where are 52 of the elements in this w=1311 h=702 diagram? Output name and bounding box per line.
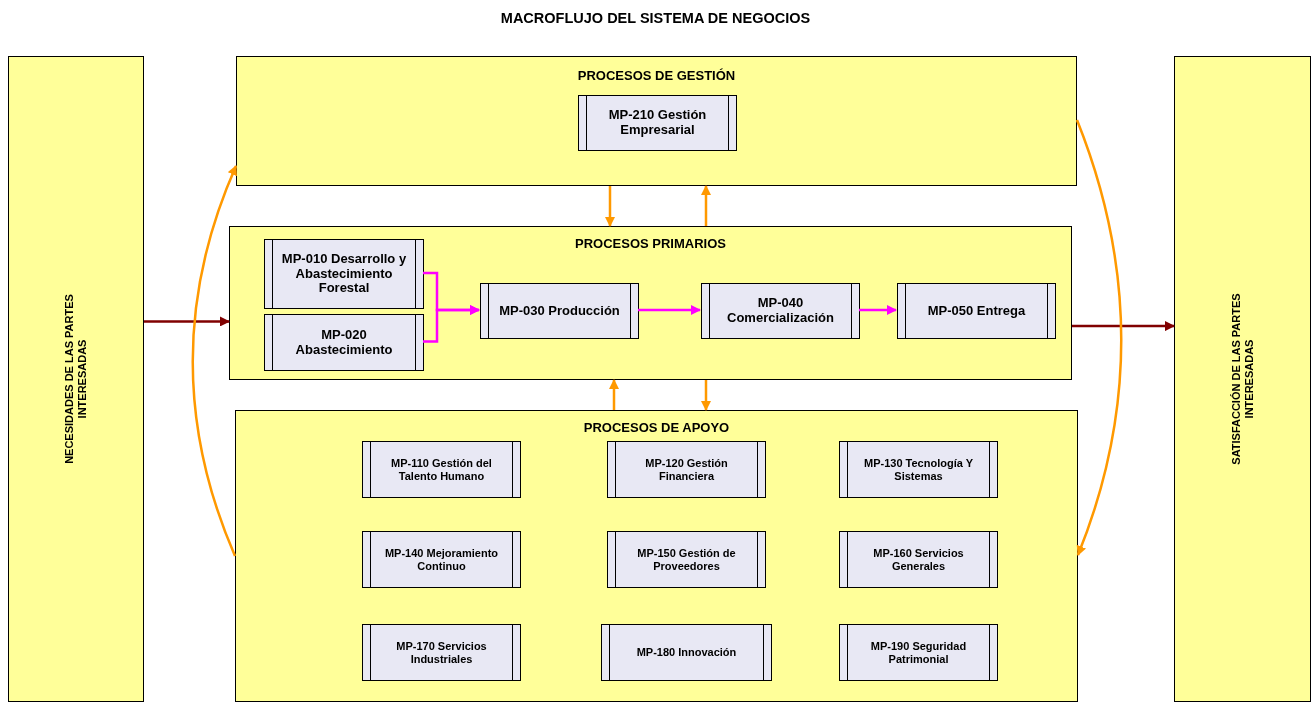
arrow	[144, 316, 230, 327]
process-box	[897, 283, 1056, 339]
process-label: MP-190 Seguridad Patrimonial	[869, 639, 968, 666]
process-box	[839, 531, 998, 588]
process-label: MP-160 Servicios Generales	[872, 546, 965, 573]
process-label: MP-140 Mejoramiento Continuo	[383, 546, 500, 573]
process-box	[701, 283, 860, 339]
panel-heading: PROCESOS DE APOYO	[582, 420, 731, 435]
arrow	[191, 165, 238, 557]
process-box	[578, 95, 737, 151]
process-box	[264, 314, 424, 371]
arrow	[605, 186, 615, 227]
stakeholder-band	[8, 56, 144, 702]
diagram-title: MACROFLUJO DEL SISTEMA DE NEGOCIOS	[499, 10, 812, 26]
process-box	[839, 441, 998, 498]
stakeholder-band	[1174, 56, 1311, 702]
process-group-panel	[236, 56, 1077, 186]
process-box	[601, 624, 772, 681]
process-box	[480, 283, 639, 339]
process-box	[264, 239, 424, 309]
panel-heading: PROCESOS PRIMARIOS	[574, 236, 727, 251]
process-box	[362, 531, 521, 588]
arrow	[859, 305, 897, 315]
process-label: MP-150 Gestión de Proveedores	[636, 546, 737, 573]
process-label: MP-010 Desarrollo y Abastecimiento Forestal	[280, 251, 408, 297]
process-box	[362, 624, 521, 681]
process-label: MP-110 Gestión del Talento Humano	[390, 456, 493, 483]
arrow	[609, 379, 619, 410]
band-label: SATISFACCIÓN DE LAS PARTES INTERESADAS	[1229, 292, 1256, 467]
process-group-panel	[235, 410, 1078, 702]
process-label: MP-030 Producción	[498, 303, 621, 319]
process-box	[362, 441, 521, 498]
process-group-panel	[229, 226, 1072, 380]
process-label: MP-130 Tecnología Y Sistemas	[863, 456, 974, 483]
arrow	[1072, 321, 1175, 332]
arrow	[638, 305, 701, 315]
band-label: NECESIDADES DE LAS PARTES INTERESADAS	[62, 293, 89, 466]
process-box	[607, 441, 766, 498]
process-label: MP-040 Comercialización	[726, 296, 835, 326]
process-box	[839, 624, 998, 681]
panel-heading: PROCESOS DE GESTIÓN	[576, 68, 737, 83]
arrow	[701, 380, 711, 411]
process-box	[607, 531, 766, 588]
process-label: MP-170 Servicios Industriales	[395, 639, 488, 666]
process-label: MP-120 Gestión Financiera	[644, 456, 729, 483]
arrow	[701, 185, 711, 226]
process-label: MP-050 Entrega	[926, 303, 1027, 319]
process-label: MP-180 Innovación	[635, 646, 738, 659]
arrow	[423, 305, 480, 343]
process-label: MP-210 Gestión Empresarial	[607, 108, 708, 138]
arrow	[1075, 119, 1123, 556]
process-label: MP-020 Abastecimiento	[294, 327, 394, 358]
